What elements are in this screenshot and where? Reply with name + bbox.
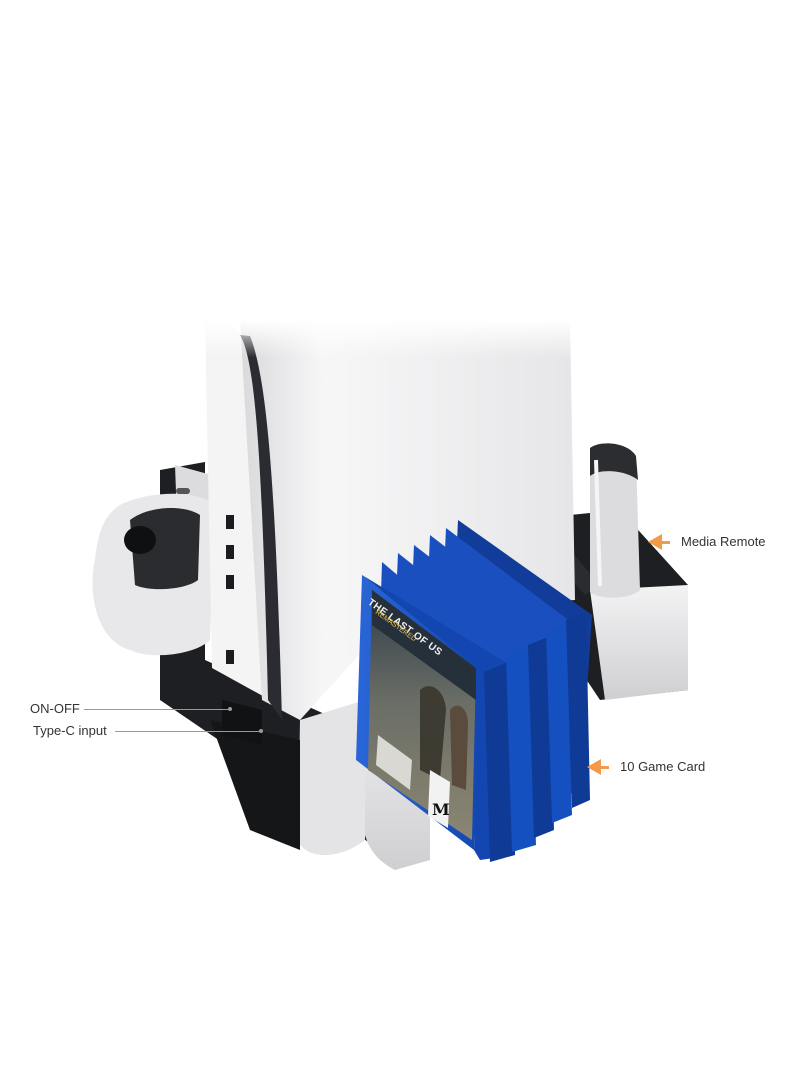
game-card-arrow-tail (599, 766, 609, 769)
media-remote (590, 443, 640, 598)
on-off-dot (228, 707, 232, 711)
type-c-dot (259, 729, 263, 733)
game-card-label: 10 Game Card (620, 759, 706, 774)
on-off-label: ON-OFF (30, 701, 80, 716)
type-c-leader (115, 731, 261, 732)
port-panel (222, 700, 262, 745)
game-card-arrow-icon (587, 759, 601, 775)
type-c-label: Type-C input (33, 723, 107, 738)
media-remote-arrow-icon (648, 534, 662, 550)
rating-badge: M (432, 800, 450, 819)
console (205, 320, 580, 720)
controller-dock (92, 465, 230, 656)
game-case-stack (356, 520, 592, 862)
media-remote-label: Media Remote (681, 534, 766, 549)
media-remote-arrow-tail (660, 541, 670, 544)
on-off-leader (84, 709, 230, 710)
